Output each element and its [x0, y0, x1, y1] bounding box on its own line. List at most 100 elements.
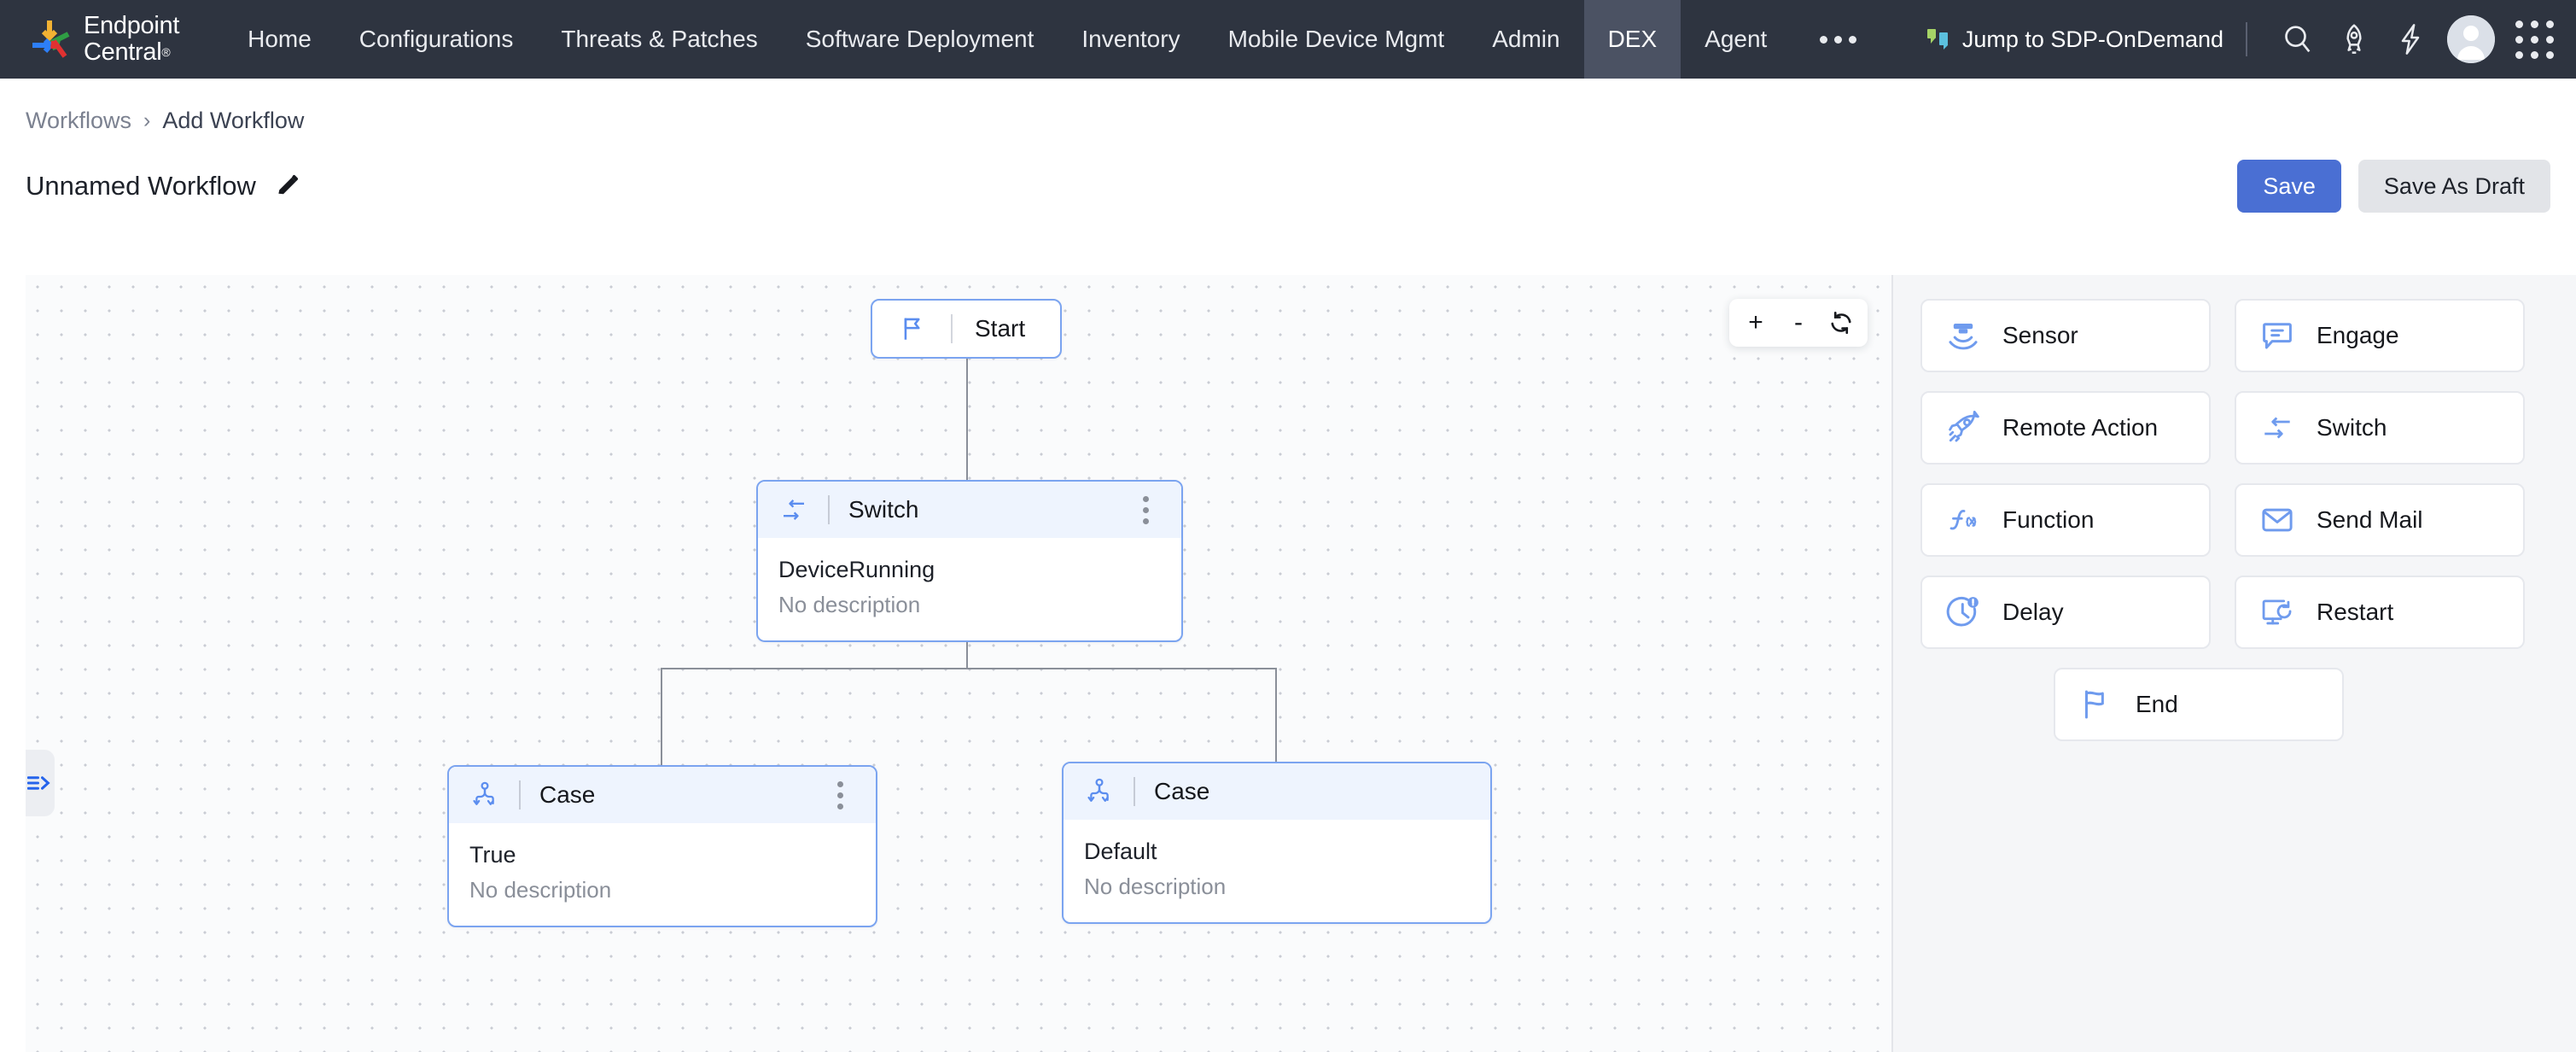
- node-divider: [828, 495, 830, 524]
- case-branch-icon: [1084, 776, 1115, 807]
- node-start-content: Start: [872, 301, 1060, 357]
- lightning-bolt-icon[interactable]: [2382, 11, 2439, 67]
- rocket-icon[interactable]: [2326, 11, 2382, 67]
- workflow-canvas[interactable]: + -: [26, 275, 1893, 1052]
- palette-item-switch[interactable]: Switch: [2235, 391, 2525, 465]
- palette-label: Engage: [2317, 322, 2399, 348]
- nav-item-mobile-device-mgmt[interactable]: Mobile Device Mgmt: [1227, 26, 1445, 52]
- switch-arrows-icon: [778, 494, 809, 525]
- nav-right-cluster: Jump to SDP-OnDemand: [1925, 0, 2576, 79]
- flag-start-icon: [898, 313, 929, 344]
- top-navigation-bar: Endpoint Central® Home Configurations Th…: [0, 0, 2576, 79]
- node-case-default-description: No description: [1084, 874, 1227, 899]
- palette-label: Restart: [2317, 599, 2394, 625]
- breadcrumb-workflows-link[interactable]: Workflows: [26, 108, 132, 133]
- palette-label: Sensor: [2002, 322, 2078, 348]
- page-title: Unnamed Workflow: [26, 171, 256, 201]
- palette-item-restart[interactable]: Restart: [2235, 576, 2525, 649]
- node-start-title: Start: [975, 315, 1026, 342]
- header-actions: Save Save As Draft: [2237, 160, 2550, 213]
- brand-reg: ®: [161, 45, 171, 59]
- sdp-jump-icon: [1926, 29, 1949, 50]
- sensor-icon: [1944, 317, 1982, 354]
- node-switch[interactable]: Switch DeviceRunning No description: [756, 480, 1183, 642]
- pencil-icon[interactable]: [275, 173, 300, 199]
- brand-line2: Central: [84, 38, 162, 66]
- node-palette: Sensor Engage Remote Acti: [1893, 275, 2576, 1052]
- nav-item-threats-and-patches[interactable]: Threats & Patches: [561, 26, 758, 52]
- rocket-icon: [1944, 409, 1982, 447]
- brand-text: Endpoint Central®: [84, 13, 179, 66]
- refresh-icon: [1831, 311, 1851, 335]
- node-switch-description: No description: [778, 592, 921, 617]
- breadcrumb-separator-icon: ›: [143, 108, 151, 132]
- node-case-default-header: Case: [1064, 763, 1490, 820]
- palette-label: Remote Action: [2002, 414, 2159, 441]
- zoom-controls: + -: [1729, 299, 1868, 347]
- node-case-true-description: No description: [469, 877, 612, 903]
- edge-start-to-switch: [966, 354, 968, 481]
- node-case-true-header: Case: [449, 767, 876, 823]
- breadcrumb: Workflows › Add Workflow: [0, 79, 2576, 134]
- node-case-true[interactable]: Case True No description: [447, 765, 877, 927]
- nav-item-dex[interactable]: DEX: [1583, 0, 1681, 79]
- nav-divider: [2246, 22, 2247, 56]
- avatar[interactable]: [2447, 15, 2495, 63]
- node-divider: [1134, 777, 1135, 806]
- node-switch-menu-icon[interactable]: [1130, 493, 1161, 527]
- palette-item-send-mail[interactable]: Send Mail: [2235, 483, 2525, 557]
- palette-label: Send Mail: [2317, 506, 2423, 533]
- node-divider: [519, 780, 521, 809]
- palette-item-end[interactable]: End: [2054, 668, 2344, 741]
- nav-items: Home Configurations Threats & Patches So…: [224, 0, 1885, 79]
- nav-item-agent[interactable]: Agent: [1705, 26, 1768, 52]
- case-branch-icon: [469, 780, 500, 810]
- node-case-default[interactable]: Case Default No description: [1062, 762, 1492, 924]
- palette-item-sensor[interactable]: Sensor: [1920, 299, 2211, 372]
- edge-split-to-case-true: [661, 668, 662, 765]
- reset-view-button[interactable]: [1820, 301, 1862, 344]
- nav-item-home[interactable]: Home: [248, 26, 312, 52]
- jump-to-sdp-ondemand-link[interactable]: Jump to SDP-OnDemand: [1925, 26, 2246, 53]
- edge-switch-to-split: [966, 632, 968, 669]
- palette-item-delay[interactable]: Delay: [1920, 576, 2211, 649]
- palette-label: End: [2136, 691, 2178, 717]
- breadcrumb-current: Add Workflow: [162, 108, 305, 133]
- zoom-out-button[interactable]: -: [1777, 301, 1820, 344]
- palette-item-remote-action[interactable]: Remote Action: [1920, 391, 2211, 465]
- jump-label: Jump to SDP-OnDemand: [1961, 26, 2223, 52]
- flag-end-icon: [2078, 686, 2115, 723]
- nav-item-software-deployment[interactable]: Software Deployment: [805, 26, 1034, 52]
- node-case-true-menu-icon[interactable]: [825, 778, 855, 812]
- palette-item-engage[interactable]: Engage: [2235, 299, 2525, 372]
- palette-label: Function: [2002, 506, 2095, 533]
- brand[interactable]: Endpoint Central®: [0, 0, 195, 79]
- node-start[interactable]: Start: [871, 299, 1062, 359]
- monitor-restart-icon: [2258, 593, 2296, 631]
- palette-item-function[interactable]: Function: [1920, 483, 2211, 557]
- nav-item-admin[interactable]: Admin: [1492, 26, 1560, 52]
- node-case-true-body: True No description: [449, 823, 876, 926]
- nav-item-inventory[interactable]: Inventory: [1081, 26, 1180, 52]
- search-icon[interactable]: [2270, 11, 2326, 67]
- clock-alert-icon: [1944, 593, 1982, 631]
- save-button[interactable]: Save: [2237, 160, 2341, 213]
- engage-chat-icon: [2258, 317, 2296, 354]
- node-case-default-body: Default No description: [1064, 820, 1490, 922]
- function-fx-icon: [1944, 501, 1982, 539]
- node-case-true-name: True: [469, 842, 516, 868]
- nav-overflow-menu-icon[interactable]: [1791, 0, 1885, 79]
- save-as-draft-button[interactable]: Save As Draft: [2357, 160, 2550, 213]
- nav-item-configurations[interactable]: Configurations: [358, 26, 514, 52]
- node-case-default-name: Default: [1084, 839, 1157, 864]
- node-switch-name: DeviceRunning: [778, 557, 935, 582]
- envelope-icon: [2258, 501, 2296, 539]
- app-grid-icon[interactable]: [2515, 20, 2554, 59]
- expand-panel-icon: [27, 776, 50, 790]
- palette-label: Delay: [2002, 599, 2064, 625]
- expand-left-panel-handle[interactable]: [26, 750, 55, 816]
- switch-arrows-icon: [2258, 409, 2296, 447]
- node-switch-header: Switch: [758, 482, 1181, 538]
- workspace: + -: [26, 275, 2576, 1052]
- zoom-in-button[interactable]: +: [1734, 301, 1777, 344]
